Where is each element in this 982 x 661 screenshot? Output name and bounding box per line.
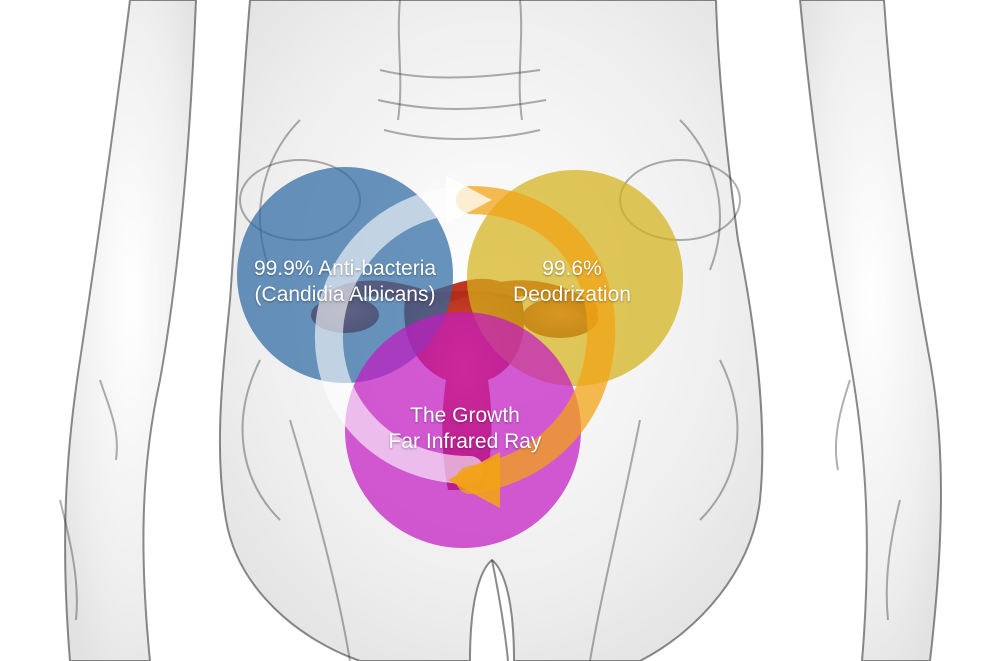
label-deodorization-line1: 99.6% [542, 257, 602, 280]
label-far-infrared: The Growth Far Infrared Ray [385, 403, 545, 455]
left-arm [64, 0, 198, 661]
arrow-head-white [446, 176, 492, 224]
label-far-infrared-line1: The Growth [410, 404, 520, 427]
label-anti-bacteria-line1: 99.9% Anti-bacteria [253, 257, 437, 280]
label-deodorization: 99.6% Deodrization [490, 256, 654, 308]
label-anti-bacteria-line2: (Candidia Albicans) [254, 283, 436, 306]
circle-far-infrared [345, 312, 581, 548]
circular-cycle-arrow-icon [314, 176, 616, 508]
label-anti-bacteria: 99.9% Anti-bacteria (Candidia Albicans) [238, 256, 452, 308]
arrow-head-orange [448, 452, 500, 508]
label-far-infrared-line2: Far Infrared Ray [388, 430, 542, 453]
label-deodorization-line2: Deodrization [513, 283, 631, 306]
right-arm [798, 0, 942, 661]
